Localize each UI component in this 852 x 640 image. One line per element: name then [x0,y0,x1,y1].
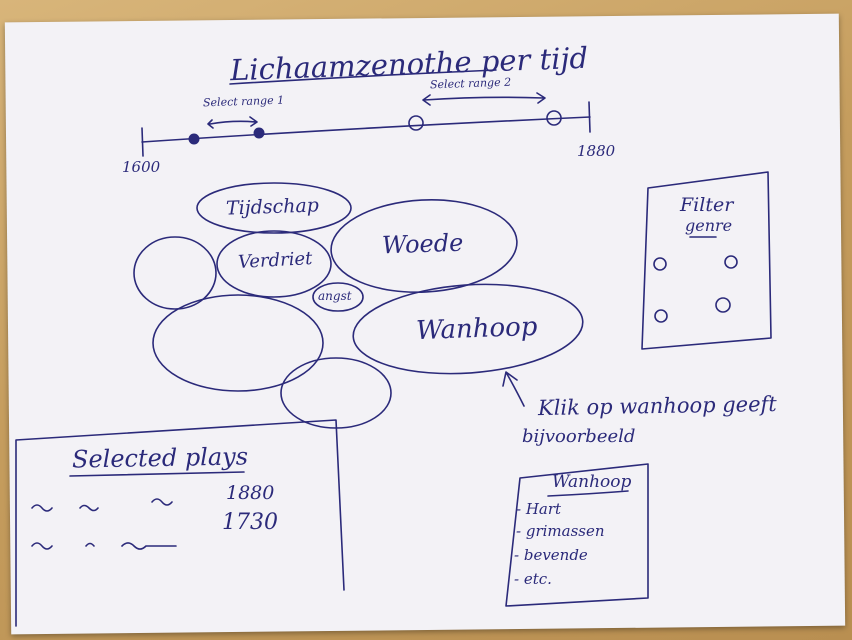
bubble-label-tijdschap[interactable]: Tijdschap [225,194,320,220]
timeline-start-label: 1600 [122,158,161,176]
play-year-2: 1730 [222,510,278,535]
annotation-line1: Klik op wanhoop geeft [537,391,777,421]
timeline-handle-4[interactable] [546,110,562,126]
bubble-tijdschap [196,182,352,234]
detail-item-1: - Hart [516,500,562,518]
detail-box-frame [505,463,649,607]
detail-item-2: - grimassen [516,522,605,540]
timeline-tick-end [588,101,591,133]
filter-panel-subtitle: genre [685,216,733,235]
play-scribble-1 [31,498,173,512]
title-underline [229,69,497,85]
bubble-wanhoop [352,283,584,375]
timeline-end-label: 1880 [577,142,616,160]
timeline-tick-start [141,127,144,157]
range1-arrow [207,116,258,129]
selected-plays-underline [69,471,245,477]
bubble-bottom [280,357,392,429]
play-year-1: 1880 [226,482,275,504]
timeline-handle-3[interactable] [408,115,424,131]
bubble-label-angst[interactable]: angst [318,289,352,303]
detail-title-underline [547,490,629,497]
play-scribble-2 [31,542,177,550]
selected-plays-title: Selected plays [71,442,249,474]
range2-arrow [422,92,546,106]
bubble-woede [330,199,518,293]
bubble-small-left [133,236,217,310]
filter-radio-2 [724,255,738,269]
bubble-large-left [152,294,324,392]
annotation-line2: bijvoorbeeld [522,426,636,447]
range2-label: Select range 2 [429,75,512,92]
timeline-axis [141,116,591,143]
bubble-label-woede[interactable]: Woede [381,228,464,260]
filter-radio-4 [715,297,731,313]
bubble-label-wanhoop[interactable]: Wanhoop [415,311,538,347]
bubble-label-verdriet[interactable]: Verdriet [237,248,313,273]
range1-label: Select range 1 [202,93,285,110]
detail-item-3: - bevende [514,546,588,564]
detail-item-4: - etc. [514,570,552,588]
detail-box-title: Wanhoop [552,472,632,492]
timeline-handle-1[interactable] [188,133,200,145]
filter-panel-title: Filter [680,194,734,216]
bubble-angst [312,282,364,312]
filter-panel-frame [641,171,772,350]
bubble-verdriet [216,230,332,298]
annotation-arrow [502,371,525,407]
timeline-handle-2[interactable] [253,127,265,139]
filter-radio-3 [654,309,668,323]
filter-radio-1 [653,257,667,271]
selected-plays-frame [15,419,345,627]
